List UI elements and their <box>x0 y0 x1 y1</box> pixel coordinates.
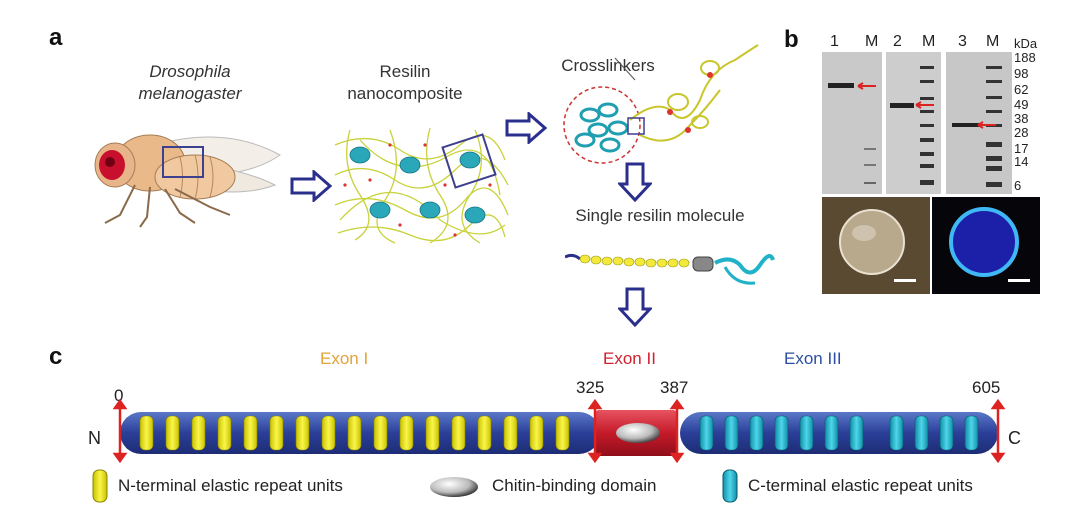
lane-label-1: 1 <box>830 33 839 50</box>
panel-a-letter: a <box>49 24 63 51</box>
panel-c-letter: c <box>49 343 63 370</box>
single-molecule-illustration <box>565 253 775 285</box>
panel-b-letter: b <box>784 26 799 53</box>
legend-cyan-repeat-icon <box>722 469 738 503</box>
fruit-fly-illustration <box>94 134 281 228</box>
marker-6: 6 <box>1014 178 1022 193</box>
legend-n-terminal-label: N-terminal elastic repeat units <box>118 476 343 495</box>
arrow-fly-to-nano <box>290 170 332 202</box>
c-terminus-label: C <box>1008 428 1021 448</box>
marker-188: 188 <box>1014 50 1036 65</box>
position-387: 387 <box>660 378 689 397</box>
marker-28: 28 <box>1014 125 1029 140</box>
arrow-single-to-panel-c <box>618 287 652 327</box>
organism-label-line1: Drosophila <box>149 62 231 81</box>
single-molecule-label: Single resilin molecule <box>575 206 745 225</box>
crosslinkers-label: Crosslinkers <box>561 56 655 75</box>
crosslinkers-zoom-illustration <box>563 44 759 164</box>
hydrogel-photo-uv <box>932 197 1040 294</box>
lane-label-m3: M <box>986 33 1000 50</box>
nanocomposite-label-line1: Resilin <box>379 62 431 81</box>
arrow-nano-to-crosslinkers <box>505 112 547 144</box>
position-605: 605 <box>972 378 1001 397</box>
nanocomposite-mesh-illustration <box>334 127 509 244</box>
marker-14: 14 <box>1014 154 1029 169</box>
lane-label-3: 3 <box>958 33 967 50</box>
organism-label-line2: melanogaster <box>138 84 242 103</box>
marker-17: 17 <box>1014 141 1029 156</box>
exon-2-label: Exon II <box>603 349 656 368</box>
legend-c-terminal-label: C-terminal elastic repeat units <box>748 476 973 495</box>
marker-49: 49 <box>1014 97 1029 112</box>
kda-unit-label: kDa <box>1014 36 1038 51</box>
arrow-crosslinkers-to-single <box>618 162 652 202</box>
lane-label-m1: M <box>865 33 879 50</box>
sds-page-gels <box>822 52 1012 194</box>
lane-label-m2: M <box>922 33 936 50</box>
legend-chitin-label: Chitin-binding domain <box>492 476 657 495</box>
resilin-domain-diagram <box>112 398 1006 464</box>
legend-chitin-domain-icon <box>430 477 478 497</box>
position-325: 325 <box>576 378 605 397</box>
marker-38: 38 <box>1014 111 1029 126</box>
legend-yellow-repeat-icon <box>92 469 108 503</box>
exon-3-label: Exon III <box>784 349 842 368</box>
n-terminus-label: N <box>88 428 101 448</box>
lane-label-2: 2 <box>893 33 902 50</box>
exon-1-label: Exon I <box>320 349 369 368</box>
hydrogel-photo-brightfield <box>822 197 930 294</box>
position-0: 0 <box>114 386 124 405</box>
nanocomposite-label-line2: nanocomposite <box>347 84 463 103</box>
marker-98: 98 <box>1014 66 1029 81</box>
marker-62: 62 <box>1014 82 1029 97</box>
